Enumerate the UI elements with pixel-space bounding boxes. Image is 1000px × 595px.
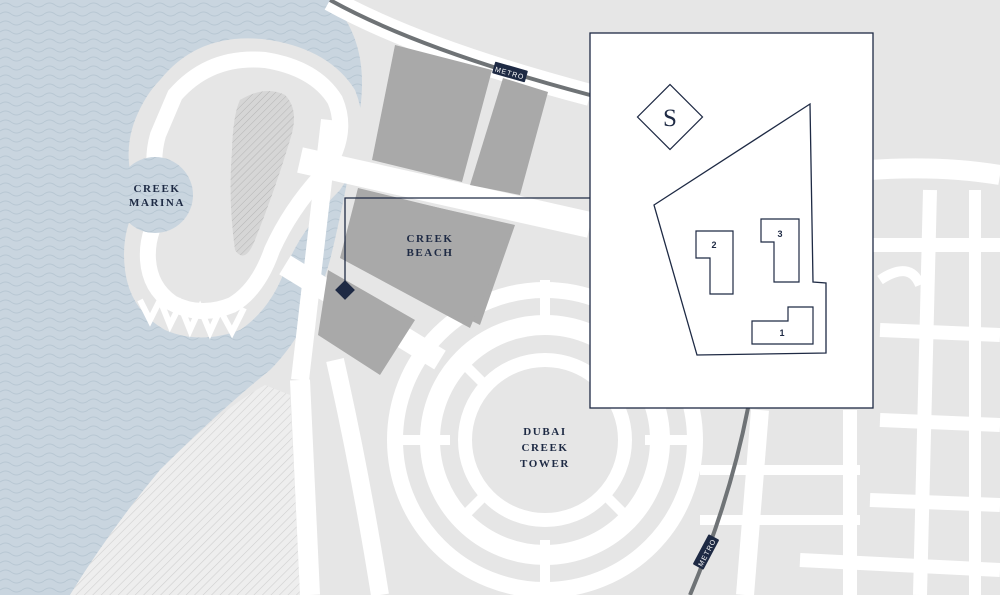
label-creek-beach: CREEK BEACH [400, 232, 460, 260]
site-plan-inset: S 2 3 1 [589, 32, 874, 409]
building-1[interactable]: 1 [751, 306, 814, 345]
label-dubai-creek-tower-line1: DUBAI [523, 426, 567, 438]
label-dubai-creek-tower-line3: TOWER [520, 458, 570, 470]
building-3[interactable]: 3 [760, 218, 800, 283]
building-2[interactable]: 2 [695, 230, 734, 295]
building-2-label: 2 [711, 240, 716, 250]
label-creek-beach-line1: CREEK [406, 233, 454, 245]
metro-line [329, 0, 750, 595]
label-creek-beach-line2: BEACH [406, 247, 454, 259]
label-creek-marina-line2: MARINA [128, 197, 186, 209]
plot-outline [653, 102, 827, 356]
building-3-label: 3 [777, 229, 782, 239]
label-dubai-creek-tower: DUBAI CREEK TOWER [512, 424, 578, 472]
label-creek-marina-line1: CREEK [133, 183, 181, 195]
site-marker[interactable] [335, 280, 355, 300]
label-creek-marina: CREEK MARINA [128, 182, 186, 210]
logo-diamond: S [636, 83, 704, 151]
creek-marina-island [117, 38, 363, 340]
logo-letter: S [663, 105, 677, 132]
label-dubai-creek-tower-line2: CREEK [521, 442, 569, 454]
site-leader-line [344, 197, 590, 290]
building-1-label: 1 [779, 328, 784, 338]
